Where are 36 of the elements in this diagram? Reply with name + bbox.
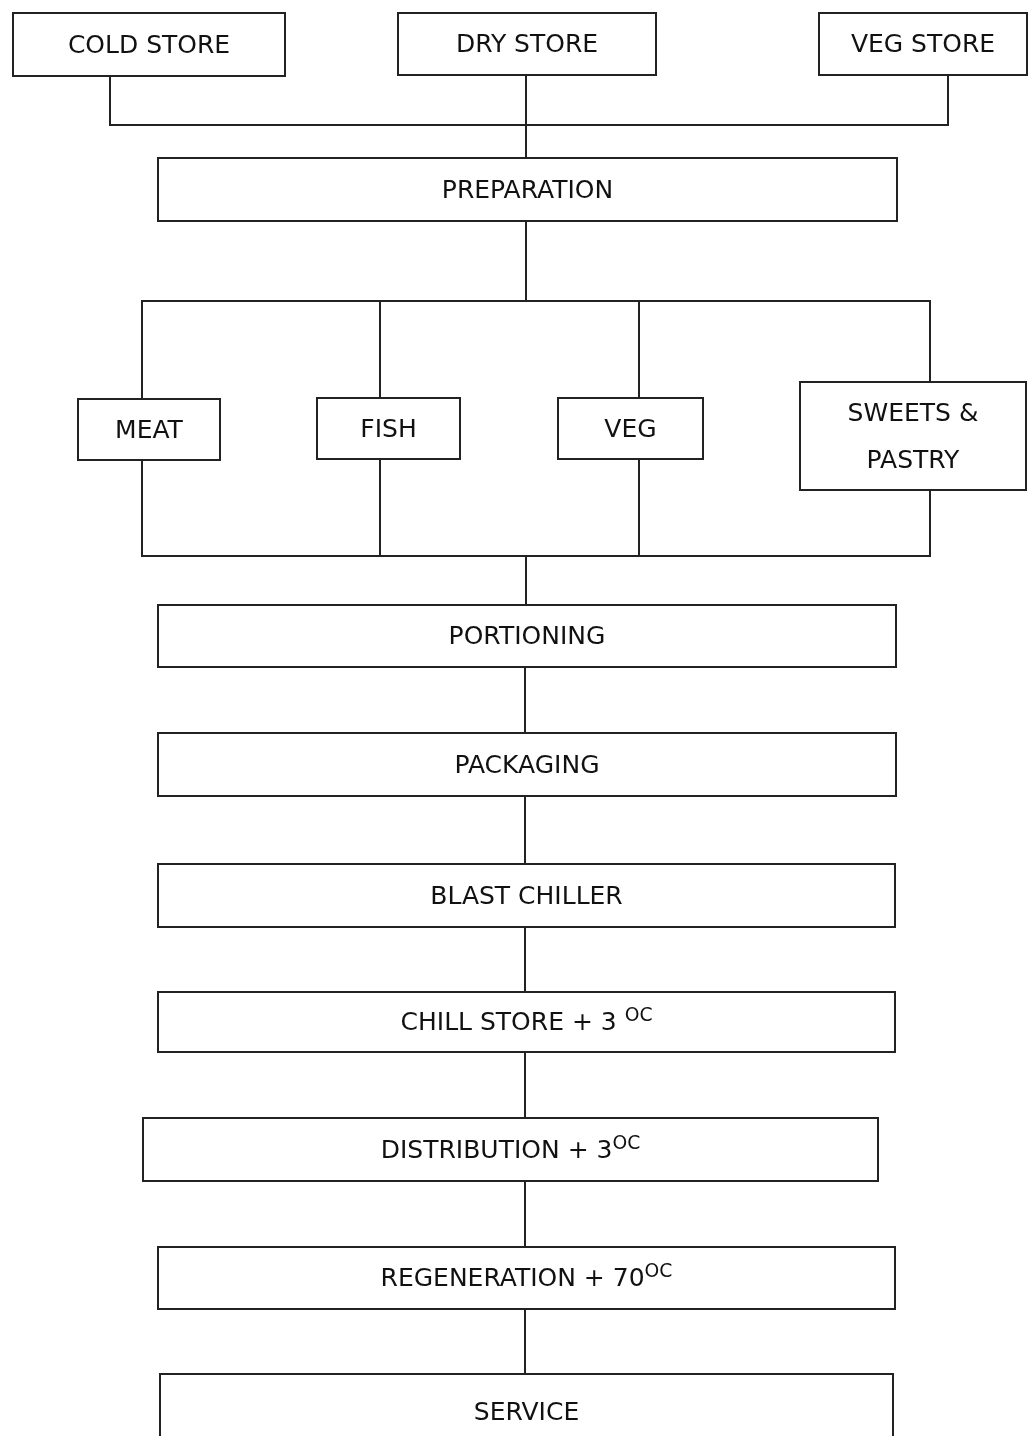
connector-line <box>524 1181 526 1247</box>
process-box <box>142 1117 879 1182</box>
box-label: REGENERATION + 70$^{OC}$ <box>380 1258 673 1295</box>
connector-line <box>524 1052 526 1118</box>
connector-line <box>524 1309 526 1374</box>
box-label: VEG <box>604 412 657 445</box>
process-box <box>157 604 897 668</box>
process-box <box>157 991 896 1053</box>
box-label: SERVICE <box>473 1395 580 1428</box>
process-box <box>157 863 896 928</box>
box-label: PREPARATION <box>441 173 614 206</box>
box-label: PORTIONING <box>448 620 606 653</box>
box-label: SWEETS & PASTRY <box>846 396 980 476</box>
box-label: BLAST CHILLER <box>430 879 623 912</box>
connector-line <box>524 927 526 992</box>
process-box <box>157 157 898 222</box>
process-box <box>316 397 461 460</box>
process-box <box>818 12 1028 76</box>
connector-line <box>524 667 526 733</box>
process-box <box>12 12 286 77</box>
process-box <box>557 397 704 460</box>
box-label: COLD STORE <box>67 28 231 61</box>
box-label: CHILL STORE + 3 $^{OC}$ <box>400 1002 653 1039</box>
process-box <box>77 398 221 461</box>
box-label: VEG STORE <box>850 28 996 61</box>
box-label: DRY STORE <box>455 28 599 61</box>
box-label: MEAT <box>115 413 183 446</box>
box-label: FISH <box>360 412 417 445</box>
process-box <box>157 1246 896 1310</box>
process-box <box>159 1373 894 1436</box>
connector-line <box>524 796 526 864</box>
process-box <box>157 732 897 797</box>
box-label: DISTRIBUTION + 3$^{OC}$ <box>380 1130 641 1166</box>
process-box <box>799 381 1027 491</box>
process-box <box>397 12 657 76</box>
box-label: PACKAGING <box>454 748 600 781</box>
